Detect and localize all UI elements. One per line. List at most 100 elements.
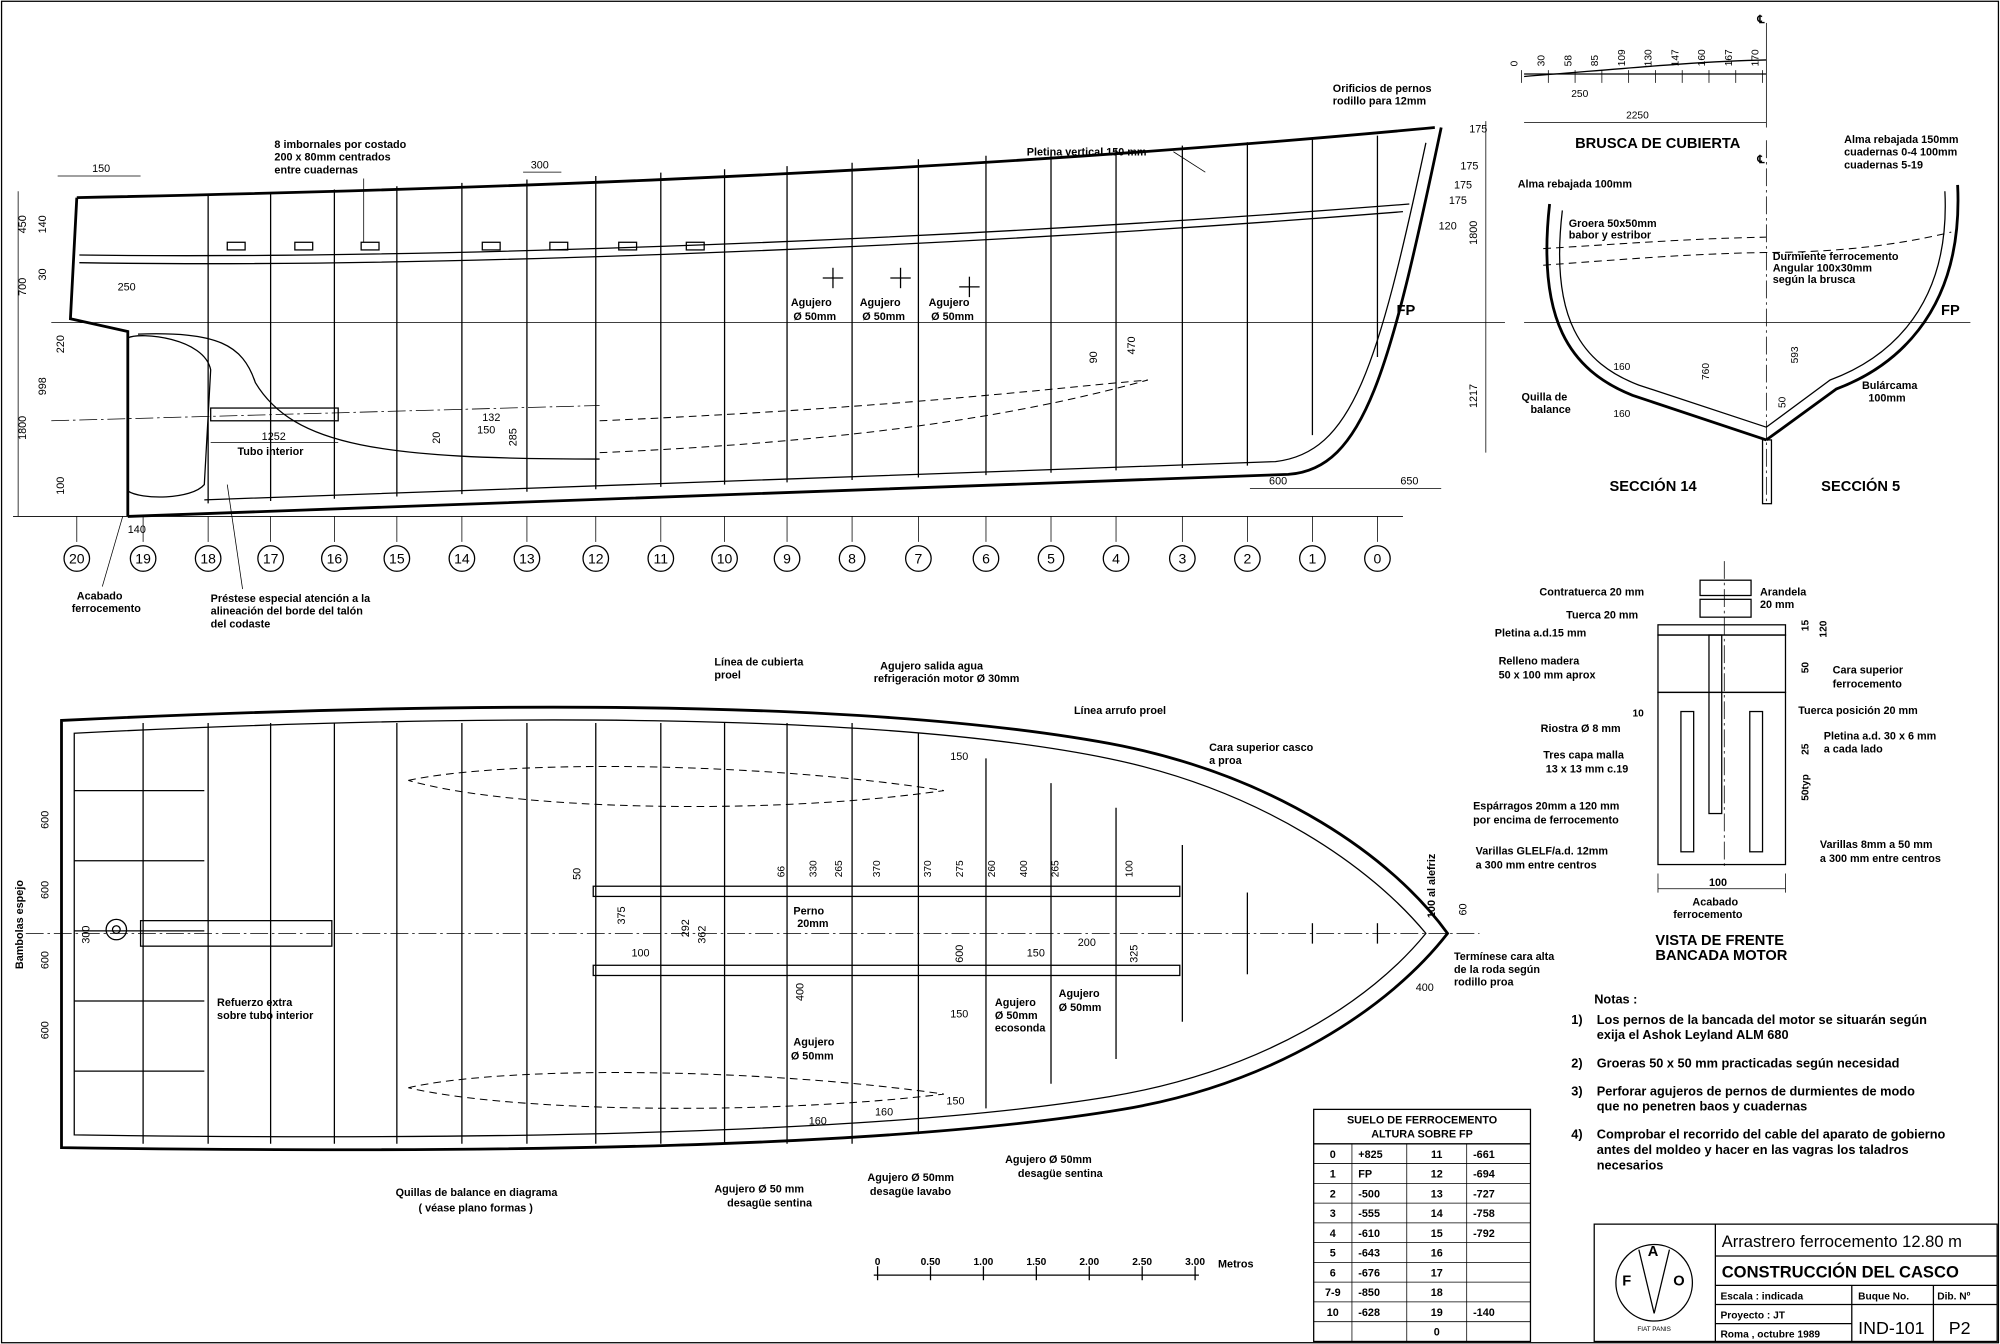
dim: 50typ bbox=[1800, 774, 1811, 801]
centerline-symbol: ℄ bbox=[1756, 154, 1765, 166]
dim: 100 bbox=[631, 947, 649, 959]
section-label: cuadernas 0-4 100mm bbox=[1844, 147, 1957, 159]
scale-tick: 1.50 bbox=[1026, 1257, 1046, 1268]
scuppers-note: 8 imbornales por costado bbox=[274, 139, 406, 151]
station-label: 14 bbox=[454, 551, 470, 567]
plan-label: Ø 50mm bbox=[791, 1051, 834, 1063]
bancada-label: Arandela bbox=[1760, 586, 1807, 598]
plan-label: Bambolas espejo bbox=[14, 880, 26, 969]
dim: 100 bbox=[1709, 877, 1727, 889]
date-text: Roma , octubre 1989 bbox=[1720, 1330, 1820, 1341]
dim: 160 bbox=[809, 1116, 827, 1128]
table-cell: -694 bbox=[1473, 1169, 1495, 1181]
station-marker bbox=[1168, 545, 1196, 572]
rudder-post bbox=[137, 333, 600, 460]
dim: 160 bbox=[875, 1107, 893, 1119]
table-cell: 18 bbox=[1431, 1287, 1443, 1299]
dim: 50 bbox=[571, 868, 583, 880]
dim: 60 bbox=[1458, 904, 1470, 916]
buque-value: IND-101 bbox=[1858, 1318, 1925, 1338]
plan-label: ecosonda bbox=[995, 1023, 1047, 1035]
station-label: 9 bbox=[783, 551, 791, 567]
station-marker bbox=[905, 545, 932, 572]
plan-label: proel bbox=[714, 669, 740, 681]
bancada-label: Pletina a.d.15 mm bbox=[1495, 627, 1586, 639]
dib-label: Dib. Nº bbox=[1937, 1291, 1970, 1302]
plan-label: desagüe sentina bbox=[727, 1197, 813, 1209]
brusca-title: BRUSCA DE CUBIERTA bbox=[1575, 136, 1741, 152]
dim: 300 bbox=[531, 159, 549, 171]
brusca-value: 167 bbox=[1724, 49, 1735, 66]
table-cell: 15 bbox=[1431, 1228, 1443, 1240]
station-label: 12 bbox=[588, 551, 604, 567]
station-marker bbox=[1364, 545, 1391, 572]
dim: 600 bbox=[40, 1021, 52, 1039]
brusca-value: 58 bbox=[1563, 55, 1574, 67]
table-cell: FP bbox=[1358, 1169, 1372, 1181]
dim: 200 bbox=[1078, 937, 1096, 949]
section-label: Bulárcama bbox=[1862, 380, 1918, 392]
dim: 120 bbox=[1818, 620, 1829, 637]
station-label: 5 bbox=[1047, 551, 1055, 567]
scuppers-note: 200 x 80mm centrados bbox=[274, 152, 390, 164]
dim: 90 bbox=[1088, 351, 1100, 363]
note-number: 2) bbox=[1571, 1055, 1582, 1070]
station-marker bbox=[1102, 545, 1130, 572]
fao-logo: A F O FIAT PANIS bbox=[1615, 1243, 1694, 1333]
dim: 175 bbox=[1469, 124, 1487, 136]
bancada-motor-detail: Contratuerca 20 mm Arandela 20 mm Tuerca… bbox=[1473, 561, 1941, 964]
logo-letter: F bbox=[1622, 1273, 1631, 1289]
brusca-value: 130 bbox=[1644, 49, 1655, 66]
dim: 600 bbox=[40, 951, 52, 969]
tube-interior bbox=[210, 407, 339, 422]
station-label: 7 bbox=[914, 551, 922, 567]
station-label: 4 bbox=[1112, 551, 1120, 567]
table-cell: 6 bbox=[1330, 1267, 1336, 1279]
table-cell: 7-9 bbox=[1325, 1287, 1341, 1299]
table-cell: 14 bbox=[1431, 1208, 1443, 1220]
section-5-title: SECCIÓN 5 bbox=[1821, 477, 1900, 495]
dim: 160 bbox=[1613, 409, 1630, 420]
inner-keel-line bbox=[204, 142, 1427, 501]
dim: 2250 bbox=[1626, 111, 1649, 122]
title-block: A F O FIAT PANIS Arrastrero ferrocemento… bbox=[1593, 1223, 1998, 1343]
scale-tick: 2.00 bbox=[1079, 1257, 1099, 1268]
station-marker bbox=[647, 545, 675, 572]
station-label: 0 bbox=[1374, 551, 1382, 567]
table-cell: -610 bbox=[1358, 1228, 1380, 1240]
plan-label: a proa bbox=[1209, 755, 1242, 767]
buque-label: Buque No. bbox=[1858, 1291, 1909, 1302]
plan-label: Perno bbox=[793, 905, 824, 917]
table-cell: -850 bbox=[1358, 1287, 1380, 1299]
table-cell: -140 bbox=[1473, 1307, 1495, 1319]
dim: 275 bbox=[955, 860, 966, 877]
sheer-line bbox=[76, 126, 1435, 200]
scale-unit: Metros bbox=[1218, 1258, 1253, 1270]
bancada-label: Tuerca posición 20 mm bbox=[1798, 705, 1918, 717]
dim: 66 bbox=[777, 866, 788, 878]
plan-label: desagüe sentina bbox=[1018, 1168, 1104, 1180]
plan-label: Agujero Ø 50mm bbox=[1005, 1154, 1092, 1166]
section-label: cuadernas 5-19 bbox=[1844, 159, 1923, 171]
station-label: 17 bbox=[263, 551, 279, 567]
hole-marker bbox=[959, 276, 980, 298]
dim: 25 bbox=[1800, 743, 1811, 755]
station-label: 8 bbox=[848, 551, 856, 567]
station-marker bbox=[1233, 545, 1261, 572]
dim: 1252 bbox=[262, 431, 286, 443]
deck-line bbox=[79, 203, 1410, 257]
plan-label: Ø 50mm bbox=[995, 1010, 1038, 1022]
dim: 450 bbox=[17, 215, 29, 233]
scale-tick: 0.50 bbox=[921, 1257, 941, 1268]
section-label: balance bbox=[1530, 404, 1570, 416]
plan-label: Termínese cara alta bbox=[1454, 951, 1555, 963]
dim: 150 bbox=[950, 751, 968, 763]
bancada-label: Riostra Ø 8 mm bbox=[1541, 723, 1621, 735]
hole-label: Agujero bbox=[791, 297, 832, 309]
bancada-label: Relleno madera bbox=[1499, 655, 1581, 667]
dim: 600 bbox=[40, 881, 52, 899]
table-cell: -628 bbox=[1358, 1307, 1380, 1319]
station-label: 10 bbox=[717, 551, 733, 567]
table-cell: -661 bbox=[1473, 1149, 1495, 1161]
